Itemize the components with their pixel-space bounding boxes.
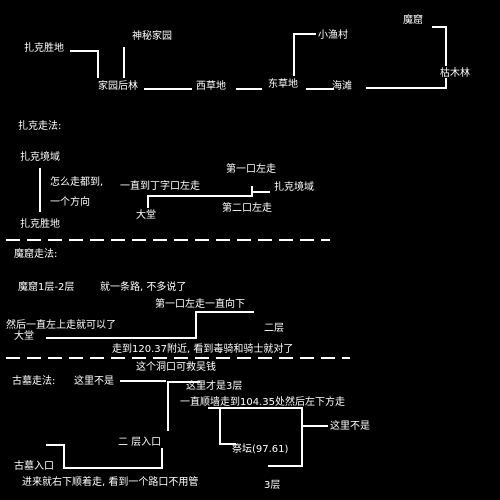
label-dong-caodi: 东草地: [268, 79, 298, 90]
label-zake-shengdi-bottom: 扎克胜地: [20, 219, 60, 230]
label-mowo-floors: 魔窟1层-2层: [18, 282, 75, 293]
note-mowo-straight-road: 就一条路, 不多说了: [100, 282, 187, 293]
label-haitan: 海滩: [332, 81, 352, 92]
note-gumu-wall: 一直顺墙走到104.35处然后左下方走: [180, 397, 345, 408]
label-gumu-floor2-entry: 二 层入口: [118, 437, 162, 448]
note-gumu-not-here-2: 这里不是: [330, 421, 370, 432]
title-mowo-route: 魔窟走法:: [14, 249, 58, 260]
route-top-g: [366, 78, 447, 89]
note-gumu-hole: 这个洞口可救吴钱: [136, 362, 216, 373]
label-zake-datang: 大堂: [136, 210, 156, 221]
note-mowo-coords: 走到120.37附近, 看到毒骑和骑士就对了: [112, 344, 294, 355]
route-gumu-entry: [46, 444, 163, 469]
label-zake-shengdi: 扎克胜地: [24, 43, 64, 54]
note-zake-2: 一个方向: [50, 197, 90, 208]
route-top-e: [293, 33, 316, 76]
label-gumu-floor3: 3层: [264, 480, 281, 491]
route-gumu-right: [208, 407, 303, 467]
title-zake-route: 扎克走法:: [18, 121, 62, 132]
label-shenmi-jiayuan: 神秘家园: [132, 31, 172, 42]
label-jiayuan-houlin: 家园后林: [98, 81, 138, 92]
label-zake-jingyu-top: 扎克境域: [20, 152, 60, 163]
note-zake-first-left: 第一口左走: [226, 164, 276, 175]
label-xi-caodi: 西草地: [196, 81, 226, 92]
label-zake-jingyu-right: 扎克境域: [274, 182, 314, 193]
label-mowo: 魔窟: [403, 15, 423, 26]
title-gumu-route: 古墓走法:: [12, 376, 56, 387]
route-mowo: [46, 311, 254, 339]
note-gumu-not-here-1: 这里不是: [74, 376, 114, 387]
note-gumu-here-3f: 这里才是3层: [186, 381, 243, 392]
label-mowo-datang: 大堂: [14, 331, 34, 342]
note-mowo-first-left-down: 第一口左走一直向下: [155, 299, 245, 310]
label-xiao-yucun: 小渔村: [318, 30, 348, 41]
route-top-a: [70, 50, 99, 78]
route-top-h: [432, 26, 447, 66]
route-gumu-up: [167, 381, 200, 431]
note-zake-1: 怎么走都到,: [50, 177, 104, 188]
label-gumu-entry: 古墓入口: [14, 461, 54, 472]
note-zake-second-left: 第二口左走: [222, 203, 272, 214]
note-gumu-enter: 进来就右下顺着走, 看到一个路口不用管: [22, 477, 199, 488]
note-zake-straight: 一直到丁字口左走: [120, 181, 200, 192]
label-gumu-altar: 祭坛(97.61): [232, 444, 289, 455]
label-kumulin: 枯木林: [440, 68, 470, 79]
label-mowo-floor2: 二层: [264, 323, 284, 334]
route-gumu-wall: [219, 408, 236, 445]
note-mowo-then-up: 然后一直左上走就可以了: [6, 320, 116, 331]
